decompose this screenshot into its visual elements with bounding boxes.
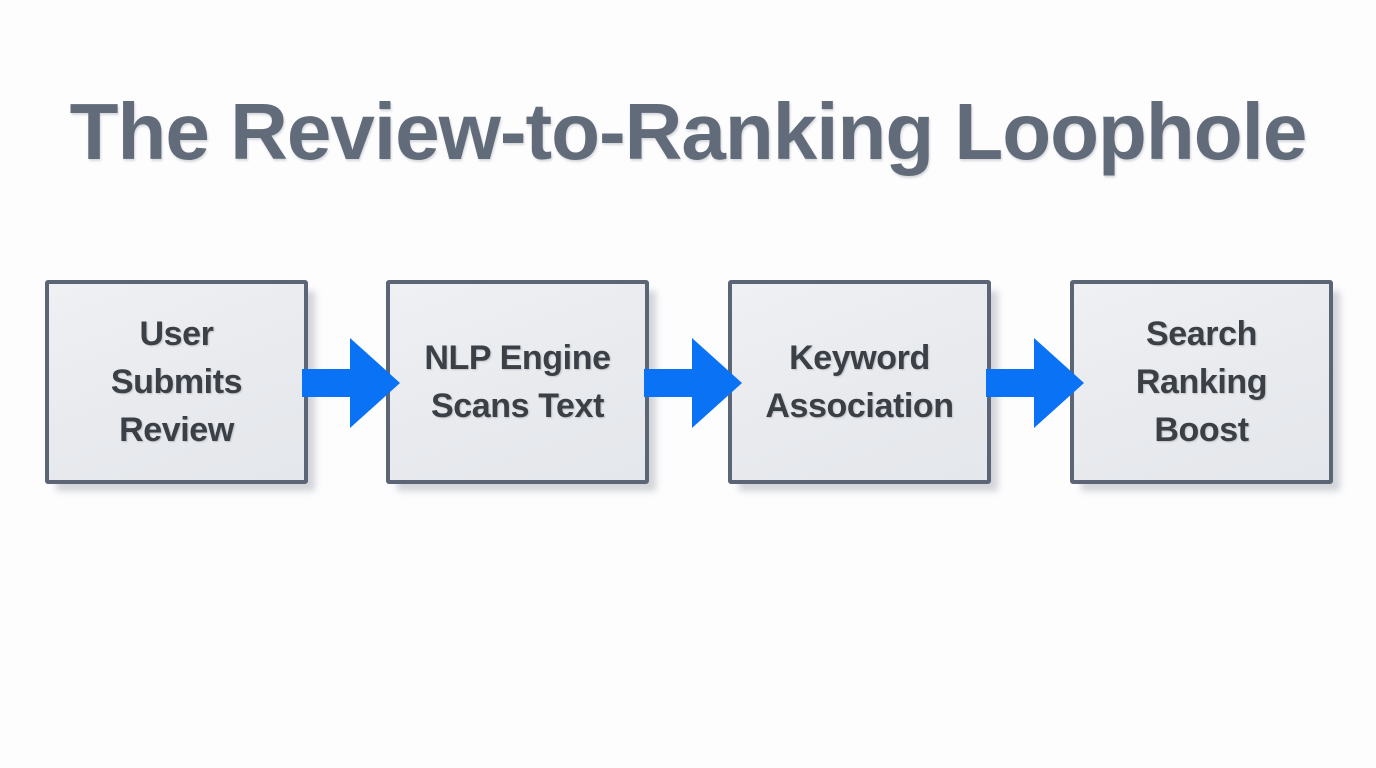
flow-connector-2-to-3: [644, 338, 742, 428]
flow-step-1[interactable]: User Submits Review: [45, 280, 308, 484]
right-arrow-icon: [644, 338, 742, 428]
flow-step-1-label: User Submits Review: [110, 315, 243, 449]
right-arrow-icon: [302, 338, 400, 428]
flow-connector-1-to-2: [302, 338, 400, 428]
right-arrow-icon: [986, 338, 1084, 428]
flow-connector-3-to-4: [986, 338, 1084, 428]
flow-step-3[interactable]: Keyword Association: [728, 280, 991, 484]
flow-step-2-label: NLP Engine Scans Text: [424, 339, 611, 425]
page-title: The Review-to-Ranking Loophole: [69, 87, 1308, 176]
flow-step-2[interactable]: NLP Engine Scans Text: [386, 280, 649, 484]
flow-step-4[interactable]: Search Ranking Boost: [1070, 280, 1333, 484]
flow-step-3-label: Keyword Association: [765, 339, 954, 425]
process-flow-diagram: User Submits Review NLP Engine Scans Tex…: [45, 280, 1335, 484]
flow-step-4-label: Search Ranking Boost: [1135, 315, 1268, 449]
